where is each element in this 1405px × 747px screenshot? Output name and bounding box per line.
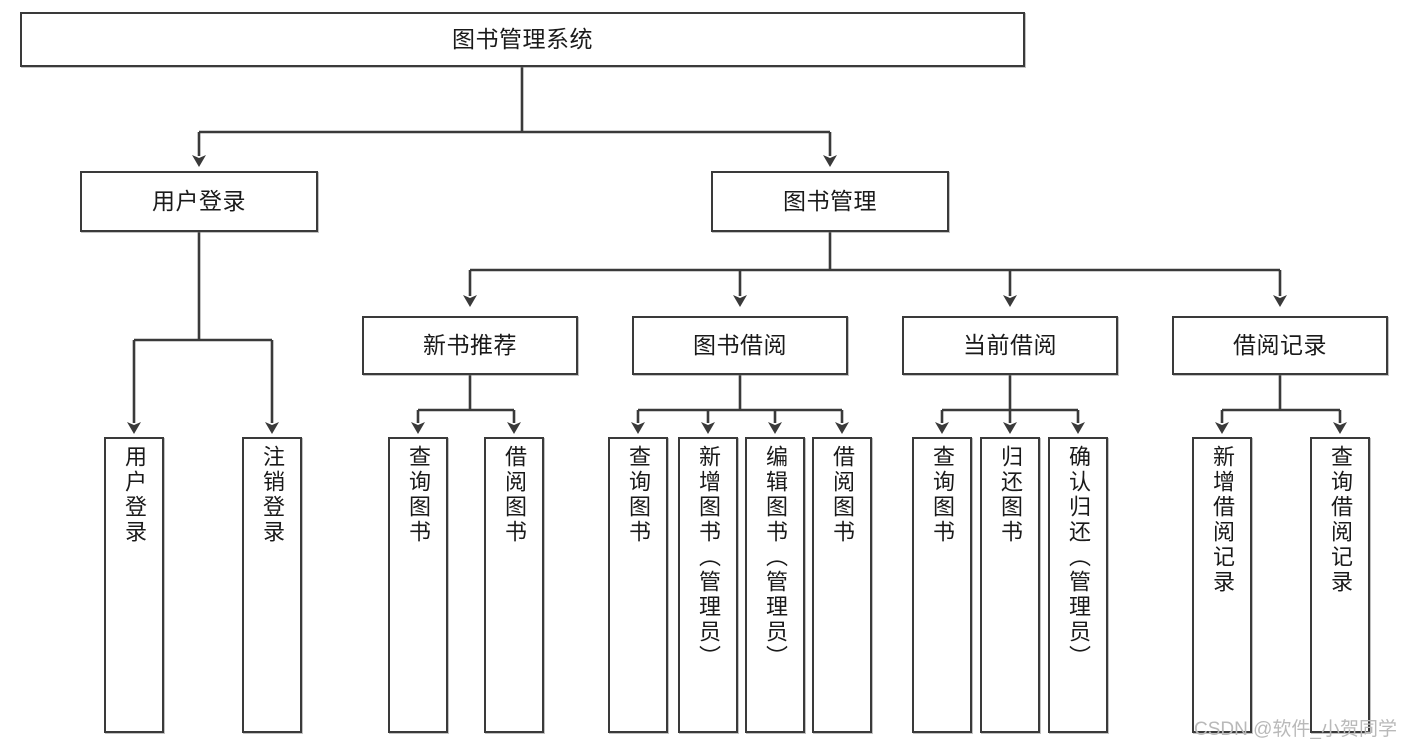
node-leaf-query-book-2-label: 查询图书 xyxy=(626,445,651,545)
node-leaf-query-book-1[interactable]: 查询图书 xyxy=(388,437,448,733)
node-leaf-query-book-3[interactable]: 查询图书 xyxy=(912,437,972,733)
node-leaf-confirm-return-label: 确认归还（管理员） xyxy=(1066,445,1091,670)
node-leaf-borrow-book-2[interactable]: 借阅图书 xyxy=(812,437,872,733)
node-leaf-user-login-label: 用户登录 xyxy=(122,445,147,545)
node-root-label: 图书管理系统 xyxy=(452,25,593,52)
node-book-borrow[interactable]: 图书借阅 xyxy=(632,316,848,375)
node-leaf-add-book[interactable]: 新增图书（管理员） xyxy=(678,437,738,733)
node-user-login[interactable]: 用户登录 xyxy=(80,171,318,232)
node-leaf-query-book-2[interactable]: 查询图书 xyxy=(608,437,668,733)
node-leaf-user-login[interactable]: 用户登录 xyxy=(104,437,164,733)
node-leaf-edit-book[interactable]: 编辑图书（管理员） xyxy=(745,437,805,733)
node-new-book-recommend-label: 新书推荐 xyxy=(423,331,517,358)
node-leaf-confirm-return[interactable]: 确认归还（管理员） xyxy=(1048,437,1108,733)
node-leaf-borrow-book-2-label: 借阅图书 xyxy=(830,445,855,545)
node-leaf-return-book-label: 归还图书 xyxy=(998,445,1023,545)
node-leaf-add-record[interactable]: 新增借阅记录 xyxy=(1192,437,1252,733)
node-leaf-query-book-1-label: 查询图书 xyxy=(406,445,431,545)
node-book-management[interactable]: 图书管理 xyxy=(711,171,949,232)
watermark-text: CSDN @软件_小贺同学 xyxy=(1194,719,1397,740)
node-leaf-query-record-label: 查询借阅记录 xyxy=(1328,445,1353,595)
node-new-book-recommend[interactable]: 新书推荐 xyxy=(362,316,578,375)
node-user-login-label: 用户登录 xyxy=(152,187,246,214)
node-leaf-query-book-3-label: 查询图书 xyxy=(930,445,955,545)
node-leaf-return-book[interactable]: 归还图书 xyxy=(980,437,1040,733)
node-book-borrow-label: 图书借阅 xyxy=(693,331,787,358)
node-leaf-query-record[interactable]: 查询借阅记录 xyxy=(1310,437,1370,733)
node-leaf-borrow-book-1[interactable]: 借阅图书 xyxy=(484,437,544,733)
node-leaf-logout[interactable]: 注销登录 xyxy=(242,437,302,733)
node-leaf-edit-book-label: 编辑图书（管理员） xyxy=(763,445,788,670)
node-leaf-borrow-book-1-label: 借阅图书 xyxy=(502,445,527,545)
node-leaf-logout-label: 注销登录 xyxy=(260,445,285,545)
node-current-borrow[interactable]: 当前借阅 xyxy=(902,316,1118,375)
node-book-management-label: 图书管理 xyxy=(783,187,877,214)
node-leaf-add-book-label: 新增图书（管理员） xyxy=(696,445,721,670)
node-borrow-record[interactable]: 借阅记录 xyxy=(1172,316,1388,375)
node-leaf-add-record-label: 新增借阅记录 xyxy=(1210,445,1235,595)
node-current-borrow-label: 当前借阅 xyxy=(963,331,1057,358)
node-borrow-record-label: 借阅记录 xyxy=(1233,331,1327,358)
node-root[interactable]: 图书管理系统 xyxy=(20,12,1025,67)
